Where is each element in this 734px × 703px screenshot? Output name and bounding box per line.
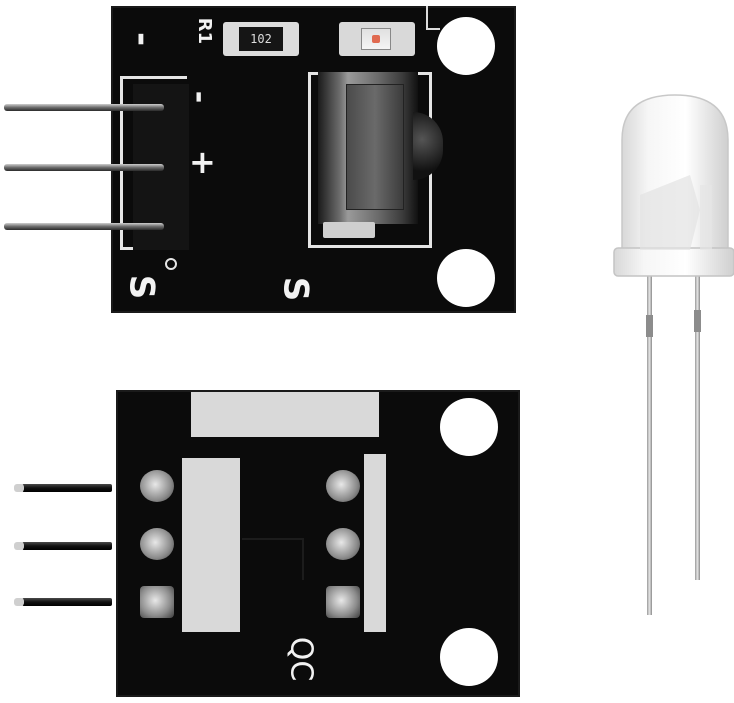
pin-tip-2 [14, 542, 24, 550]
led-leg-left [647, 275, 652, 615]
solder-pad-right-2 [326, 528, 360, 560]
resistor-code-label: 102 [250, 32, 272, 46]
transmitter-pin-1 [22, 484, 112, 492]
silk-block-right [364, 454, 386, 632]
silk-plus: + [189, 143, 216, 181]
mounting-hole-top [440, 398, 498, 456]
ir-transmitter-module-board: QC [116, 390, 520, 697]
led-die [361, 28, 391, 50]
mounting-hole-bottom [437, 249, 495, 307]
transmitter-pin-2 [22, 542, 112, 550]
silk-block-top [191, 392, 379, 437]
header-pin-2 [4, 164, 164, 171]
header-pin-3 [4, 223, 164, 230]
led-internal-anvil [640, 175, 700, 250]
pin-tip-3 [14, 598, 24, 606]
silk-degree-mark [165, 258, 177, 270]
led-leg-left-bend [646, 315, 653, 337]
led-internal-post [700, 185, 712, 250]
pin-tip-1 [14, 484, 24, 492]
solder-pad-left-1 [140, 470, 174, 502]
mounting-hole-bottom [440, 628, 498, 686]
led-flange [613, 247, 734, 277]
smd-resistor: 102 [223, 22, 299, 56]
resistor-body: 102 [239, 27, 283, 51]
silk-corner-marker [426, 6, 440, 30]
led-leg-right [695, 275, 700, 580]
pcb-trace [242, 538, 304, 580]
led-leg-right-bend [694, 310, 701, 332]
solder-pad-left-2 [140, 528, 174, 560]
solder-pad-right-3 [326, 586, 360, 618]
led-chip [372, 35, 380, 43]
ir-receiver-leads-pad [323, 222, 375, 238]
ir-receiver-sensor [318, 72, 418, 224]
solder-pad-right-1 [326, 470, 360, 502]
ir-receiver-window [346, 84, 404, 210]
mounting-hole-top [437, 17, 495, 75]
transmitter-pin-3 [22, 598, 112, 606]
solder-pad-left-3 [140, 586, 174, 618]
ir-receiver-module-board: - R1 102 - + S S [111, 6, 516, 313]
silk-block-left [182, 458, 240, 632]
header-pin-1 [4, 104, 164, 111]
smd-led [339, 22, 415, 56]
